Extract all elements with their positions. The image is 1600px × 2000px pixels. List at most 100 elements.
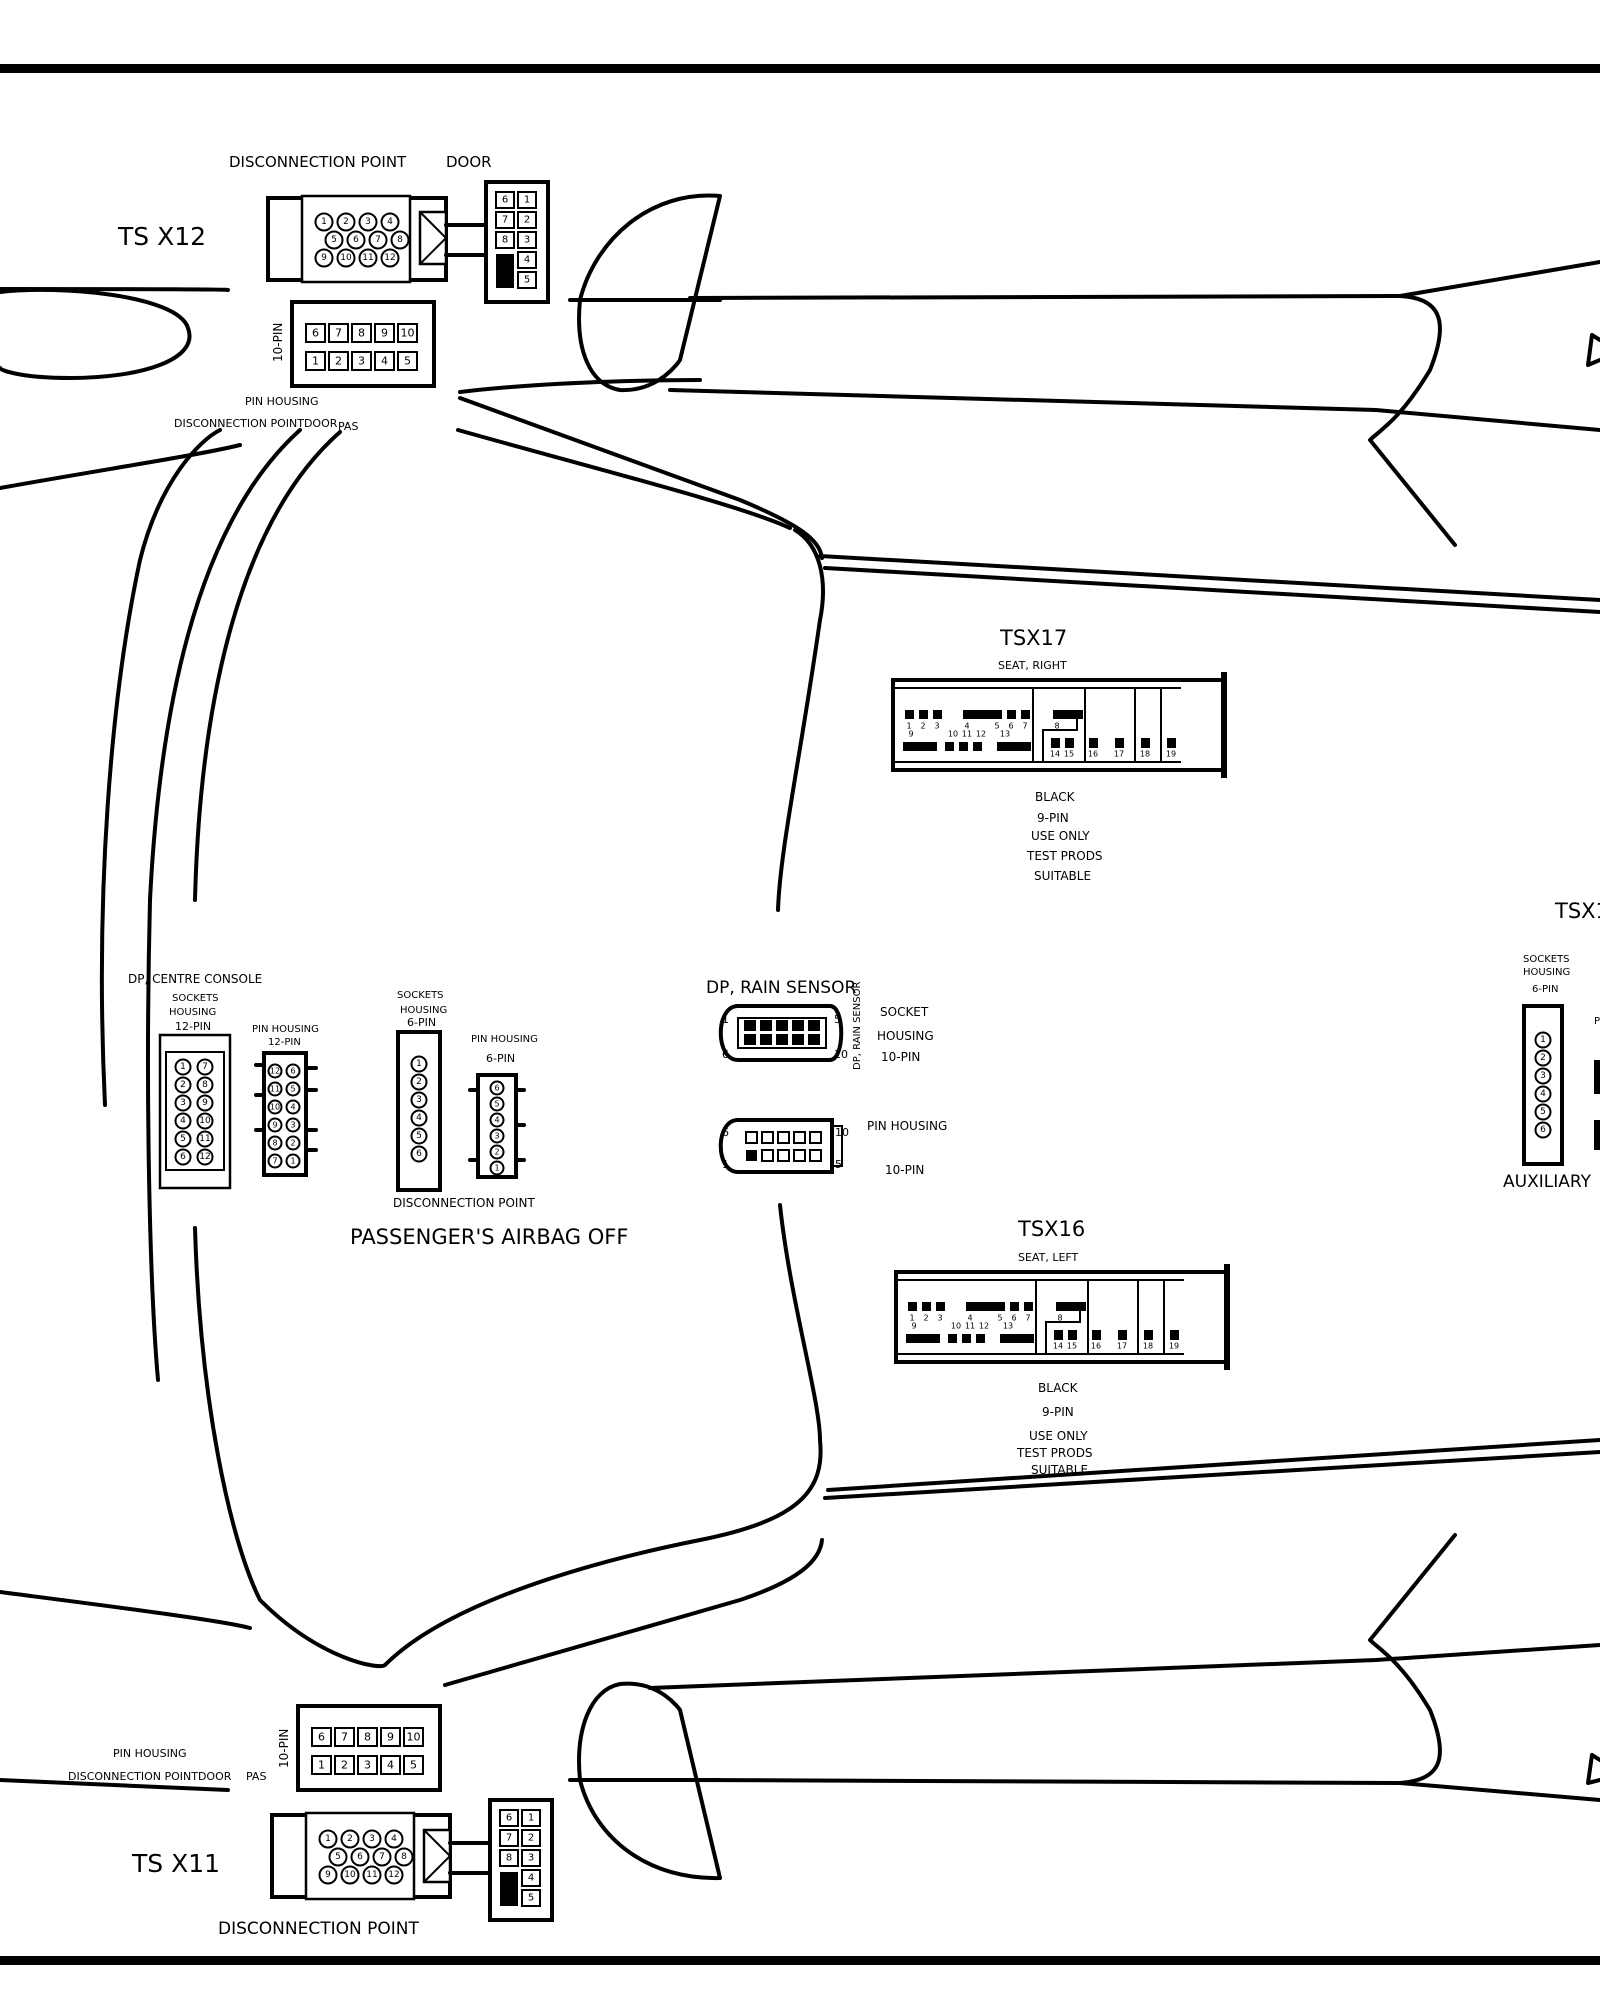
seat-pin: [922, 1302, 931, 1311]
ts-x11-label-1: PIN HOUSING: [113, 1747, 187, 1760]
round-pin: [174, 1130, 192, 1148]
pin-label: 3: [528, 1853, 534, 1864]
housing-cavity: [397, 351, 418, 371]
centre-console-sockets-2: HOUSING: [169, 1007, 216, 1018]
socket-blank: [496, 254, 514, 288]
pin-label: 12: [976, 730, 986, 739]
socket-cavity: [776, 1020, 788, 1031]
socket-cavity: [517, 271, 537, 289]
rain-sensor-socket-housing: [718, 1004, 844, 1062]
round-pin: [196, 1112, 214, 1130]
centre-console-pins-2: 12-PIN: [268, 1037, 301, 1048]
pin-label: 10: [340, 253, 352, 263]
pin-label: 10: [948, 730, 958, 739]
round-pin: [340, 1829, 360, 1849]
round-pin: [410, 1127, 428, 1145]
seat-pin: [948, 1334, 957, 1343]
pin-label: 8: [506, 1853, 512, 1864]
socket-cavity: [792, 1034, 804, 1045]
tsx17-note-5: SUITABLE: [1034, 869, 1091, 883]
seat-pin: [908, 1302, 917, 1311]
pin-label: 7: [202, 1062, 208, 1072]
tsx17-note-1: BLACK: [1035, 790, 1076, 804]
seat-pin: [1051, 738, 1060, 748]
pin-label: 8: [397, 235, 403, 245]
round-pin: [1534, 1049, 1552, 1067]
ts-x12-footer-3: PAS: [338, 420, 358, 433]
ts-x11-pin-housing-label: 10-PIN: [277, 1729, 291, 1768]
rain-sensor-socket-1: SOCKET: [880, 1005, 929, 1019]
auxiliary-sockets-3: 6-PIN: [1532, 984, 1558, 995]
round-pin: [314, 212, 334, 232]
socket-cavity: [521, 1869, 541, 1887]
socket-cavity: [517, 231, 537, 249]
pin-label: 5: [997, 1314, 1002, 1323]
round-pin: [267, 1063, 283, 1079]
round-pin: [489, 1144, 505, 1160]
pin-label: 7: [375, 235, 381, 245]
pin-label: 1: [180, 1062, 186, 1072]
seat-pin: [1065, 738, 1074, 748]
socket-cavity: [808, 1020, 820, 1031]
ts-x12-footer-1: PIN HOUSING: [245, 395, 319, 408]
pin-label: 17: [1114, 750, 1124, 759]
round-pin: [174, 1094, 192, 1112]
pin-label: 10: [407, 1731, 421, 1744]
svg-text:6: 6: [722, 1048, 729, 1061]
seat-pin: [962, 1334, 971, 1343]
tsx16-note-5: SUITABLE: [1031, 1463, 1088, 1477]
seat-pin: [1000, 1334, 1034, 1343]
pin-label: 4: [416, 1113, 422, 1123]
round-pin: [362, 1829, 382, 1849]
housing-cavity: [403, 1755, 424, 1775]
socket-cavity: [499, 1809, 519, 1827]
ts-x11-pin-housing: [296, 1704, 442, 1792]
rain-sensor-pin-2: 10-PIN: [885, 1163, 924, 1177]
pin-label: 3: [416, 1095, 422, 1105]
round-pin: [196, 1094, 214, 1112]
pin-cavity: [745, 1131, 758, 1144]
housing-cavity: [311, 1755, 332, 1775]
pin-label: 12: [384, 253, 395, 263]
pin-label: 6: [353, 235, 359, 245]
tsx16-note-2: 9-PIN: [1042, 1405, 1074, 1419]
pin-label: 3: [494, 1132, 499, 1141]
pin-label: 9: [325, 1870, 331, 1880]
socket-cavity: [521, 1809, 541, 1827]
pin-label: 1: [290, 1157, 295, 1166]
round-pin: [314, 248, 334, 268]
car-outline: [0, 193, 1600, 1881]
ts-x12-pin-housing-label: 10-PIN: [271, 323, 285, 362]
tsx16-title: TSX16: [1017, 1217, 1085, 1241]
pin-label: 6: [1008, 722, 1013, 731]
pin-cavity: [809, 1149, 822, 1162]
socket-cavity: [517, 251, 537, 269]
pin-label: 12: [199, 1152, 210, 1162]
pin-label: 3: [180, 1098, 186, 1108]
round-pin: [174, 1076, 192, 1094]
socket-cavity: [495, 191, 515, 209]
top-border: [0, 64, 1600, 73]
pin-cavity: [793, 1131, 806, 1144]
pin-label: 1: [321, 217, 327, 227]
seat-pin: [903, 742, 937, 751]
pin-label: 10: [951, 1322, 961, 1331]
round-pin: [380, 212, 400, 232]
pin-label: 6: [312, 327, 319, 340]
pin-label: 4: [964, 722, 969, 731]
seat-pin: [997, 742, 1031, 751]
pin-label: 4: [381, 355, 388, 368]
rain-sensor-side-label: DP, RAIN SENSOR: [852, 982, 863, 1070]
round-pin: [267, 1153, 283, 1169]
svg-text:5: 5: [834, 1013, 841, 1026]
seat-pin: [1024, 1302, 1033, 1311]
housing-cavity: [351, 351, 372, 371]
pin-label: 5: [290, 1085, 295, 1094]
round-pin: [410, 1109, 428, 1127]
round-pin: [410, 1073, 428, 1091]
pin-label: 6: [506, 1813, 512, 1824]
pin-label: 2: [180, 1080, 186, 1090]
pin-label: 11: [362, 253, 373, 263]
socket-cavity: [792, 1020, 804, 1031]
